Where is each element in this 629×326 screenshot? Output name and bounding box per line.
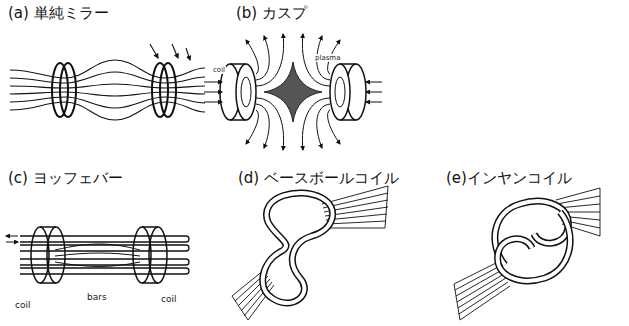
baseball-coil-figure-line [385,186,388,228]
part-label: coil [14,300,31,310]
yin-yang-coil-figure-line [495,201,569,265]
cusp-figure-line [204,102,222,103]
cusp-figure-line [256,104,269,148]
ioffe-figure-line [20,268,189,274]
baseball-coil-figure-line [232,296,248,320]
ioffe-figure-line [20,259,189,265]
panel-title: (e)インヤンコイル [446,170,572,187]
yin-yang-coil-figure-line [498,212,571,281]
yin-yang-coil-figure-line [498,212,571,281]
ioffe-figure [6,227,189,283]
panel-title: (d) ベースボールコイル [238,170,399,187]
baseball-coil-figure-line [263,193,333,303]
mirror-figure-line [172,44,178,58]
cusp-figure-line [328,110,340,144]
yin-yang-coil-figure-line [495,201,569,265]
panel-title: (b) カスプ [236,5,307,22]
mirror-figure-line [10,60,205,78]
part-label: bars [86,292,108,302]
cusp-figure-line [330,64,350,120]
cusp-figure-line [317,104,330,148]
cusp-figure-line [366,82,382,83]
yin-yang-coil-figure-line [454,284,460,320]
baseball-coil-figure [232,186,388,320]
yin-yang-coil-figure-line [600,188,601,236]
cusp-figure-line [246,110,258,144]
cusp-figure-line [204,92,222,93]
cusp-figure-line [246,40,258,74]
mirror-figure [10,44,205,120]
mirror-figure-line [10,102,205,120]
cusp-figure-line [236,64,256,120]
ioffe-figure-line [6,236,18,237]
cusp-figure-line [256,98,284,150]
mirror-figure-line [160,63,176,117]
part-label: plasma [314,54,341,62]
ioffe-figure-line [20,245,189,251]
cusp-figure-line [366,102,382,103]
cusp-figure [204,34,382,150]
ioffe-figure-line [6,242,18,243]
yin-yang-coil-figure [454,188,600,320]
cusp-figure-line [241,77,251,107]
ioffe-figure-line [20,236,189,242]
part-label: coil [212,66,226,74]
panel-title: (c) ヨッフェバー [8,170,123,187]
panel-title: (a) 単純ミラー [8,5,109,22]
cusp-figure-line [256,36,269,80]
mirror-figure-line [60,63,76,117]
cusp-figure-line [264,62,322,122]
cusp-figure-line [335,77,345,107]
cusp-figure-line [302,98,330,150]
cusp-figure-line [256,34,284,86]
cusp-figure-line [204,82,222,83]
part-label: coil [160,294,177,304]
baseball-coil-figure-line [263,193,333,303]
mirror-figure-line [186,48,190,60]
ioffe-figure-line [55,262,140,267]
mirror-figure-line [150,44,158,58]
ioffe-figure-line [55,253,140,256]
cusp-figure-line [366,92,382,93]
